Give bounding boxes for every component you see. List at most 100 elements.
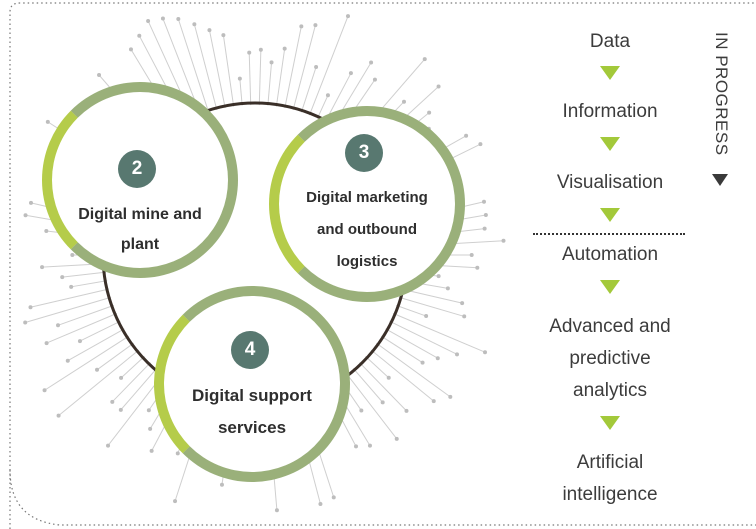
decorative-ray [193,24,218,111]
decorative-ray [300,66,317,113]
decorative-dot [455,352,460,357]
decorative-dot [148,426,153,431]
decorative-dot [23,320,28,325]
dotted-frame-bottom [9,469,756,526]
decorative-dot [45,119,50,124]
decorative-dot [345,14,350,19]
decorative-dot [149,448,154,453]
decorative-dot [274,508,279,513]
step-information: Information [562,101,658,122]
pillar-label-4-line1: Digital support [192,386,312,405]
pillar-number-2: 2 [118,150,156,188]
decorative-dot [56,323,61,328]
step-visualisation: Visualisation [556,172,664,193]
pillar-label-2-line1: Digital mine and [78,206,202,223]
decorative-dot [462,314,467,319]
decorative-dot [367,443,372,448]
dotted-frame [9,2,756,529]
decorative-dot [325,93,330,98]
decorative-ray [248,52,252,106]
decorative-ray [380,335,423,364]
step-advanced-line2: predictive [569,348,651,369]
decorative-ray [62,271,107,278]
step-advanced-line3: analytics [573,380,647,401]
arrow-down-icon [600,416,620,430]
decorative-ray [239,78,243,106]
decorative-dot [353,444,358,449]
step-ai-line1: Artificial [576,452,644,473]
pillar-label-4: Digital support services [172,380,332,444]
decorative-dot [118,407,123,412]
decorative-ray [398,296,465,317]
decorative-dot [386,375,391,380]
decorative-ray [392,312,486,353]
decorative-dot [318,501,323,506]
decorative-dot [469,253,474,257]
step-ai-line2: intelligence [562,484,658,505]
decorative-dot [60,275,65,280]
decorative-dot [247,50,252,55]
pillar-label-4-line2: services [217,418,287,437]
decorative-dot [436,84,441,89]
decorative-dot [431,399,436,404]
decorative-dot [173,499,178,504]
arrow-down-icon [600,280,620,294]
decorative-ray [267,62,273,106]
decorative-dot [23,213,28,218]
in-progress-label: IN PROGRESS [712,32,731,156]
decorative-dot [146,408,151,413]
decorative-dot [28,200,33,205]
decorative-dot [348,71,353,76]
decorative-dot [119,375,124,380]
decorative-dot [69,284,74,289]
decorative-ray [111,362,151,403]
arrow-down-icon [600,137,620,151]
decorative-dot [44,341,49,346]
decorative-dot [65,358,70,363]
decorative-dot [137,33,142,38]
triangle-down-icon [712,174,728,186]
decorative-dot [97,73,102,78]
pillar-label-3-line1: Digital marketing [306,189,428,206]
decorative-dot [478,142,483,147]
decorative-dot [483,213,488,218]
decorative-ray [79,320,121,342]
decorative-dot [424,314,429,319]
decorative-dot [258,47,263,52]
decorative-ray [316,95,329,119]
decorative-ray [370,349,435,402]
decorative-dot [77,339,82,344]
decorative-dot [420,360,425,365]
decorative-ray [396,304,427,317]
decorative-ray [389,320,458,355]
decorative-dot [481,199,486,204]
decorative-ray [67,328,125,362]
decorative-ray [46,312,118,344]
decorative-dot [372,77,377,82]
decorative-ray [30,288,110,308]
decorative-ray [284,26,302,109]
decorative-dot [221,33,226,38]
pillar-number-4: 4 [231,331,269,369]
decorative-ray [359,362,407,412]
decorative-dot [70,253,75,257]
decorative-ray [44,335,130,391]
pillar-label-2-line2: plant [120,236,160,253]
decorative-ray [292,25,316,111]
decorative-dot [369,60,374,65]
decorative-dot [28,305,33,310]
decorative-dot [207,28,212,33]
decorative-dot [359,408,364,413]
decorative-ray [365,356,390,379]
arrow-down-icon [600,66,620,80]
decorative-ray [177,18,210,113]
decorative-ray [222,35,235,107]
decorative-dot [95,367,100,372]
decorative-dot [448,394,453,399]
decorative-dot [394,436,399,441]
pillar-label-3-line3: logistics [336,253,398,270]
decorative-dot [380,400,385,405]
decorative-dot [219,482,224,487]
decorative-dot [482,226,487,231]
decorative-dot [44,229,49,234]
